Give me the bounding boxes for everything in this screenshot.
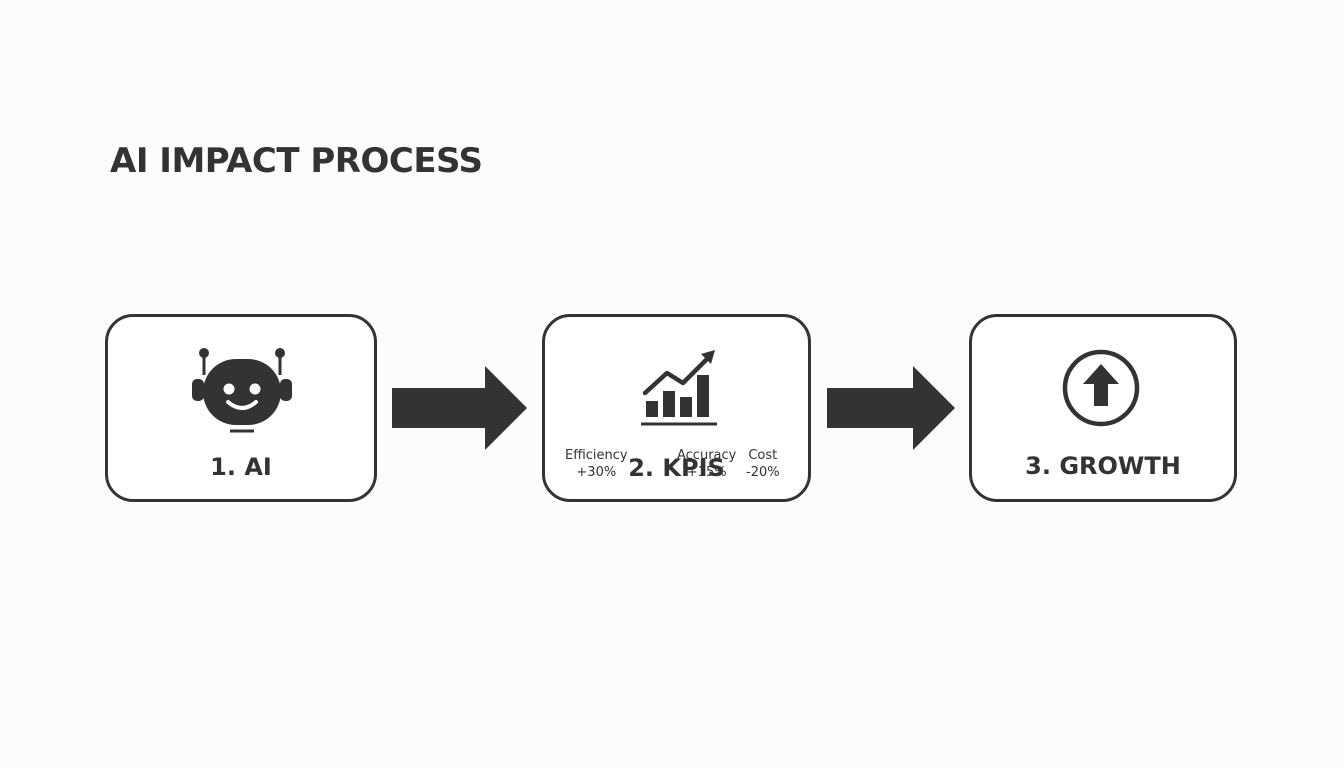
kpi-cost: Cost -20% bbox=[746, 447, 780, 481]
kpi-accuracy-value: +15% bbox=[686, 465, 727, 480]
step-card-ai: 1. AI bbox=[105, 314, 377, 502]
bar-chart-trend-icon bbox=[641, 350, 717, 426]
kpi-cost-name: Cost bbox=[748, 448, 778, 463]
kpi-accuracy: Accuracy +15% bbox=[677, 447, 736, 481]
step-label-growth: 3. GROWTH bbox=[1025, 452, 1181, 480]
right-arrow-icon bbox=[827, 366, 955, 450]
right-arrow-icon bbox=[392, 366, 527, 450]
kpi-efficiency: Efficiency +30% bbox=[565, 447, 628, 481]
step-label-ai: 1. AI bbox=[210, 453, 272, 481]
circle-arrow-up-icon bbox=[1062, 349, 1140, 427]
kpi-efficiency-value: +30% bbox=[576, 465, 617, 480]
robot-icon bbox=[192, 348, 292, 433]
step-card-kpis: Efficiency +30% Accuracy +15% Cost -20% … bbox=[542, 314, 811, 502]
kpi-cost-value: -20% bbox=[746, 465, 780, 480]
step-card-growth: 3. GROWTH bbox=[969, 314, 1237, 502]
page-title: AI IMPACT PROCESS bbox=[110, 141, 483, 181]
step-label-kpis: 2. KPIS bbox=[628, 454, 725, 482]
kpi-efficiency-name: Efficiency bbox=[565, 448, 628, 463]
kpi-accuracy-name: Accuracy bbox=[677, 448, 737, 463]
